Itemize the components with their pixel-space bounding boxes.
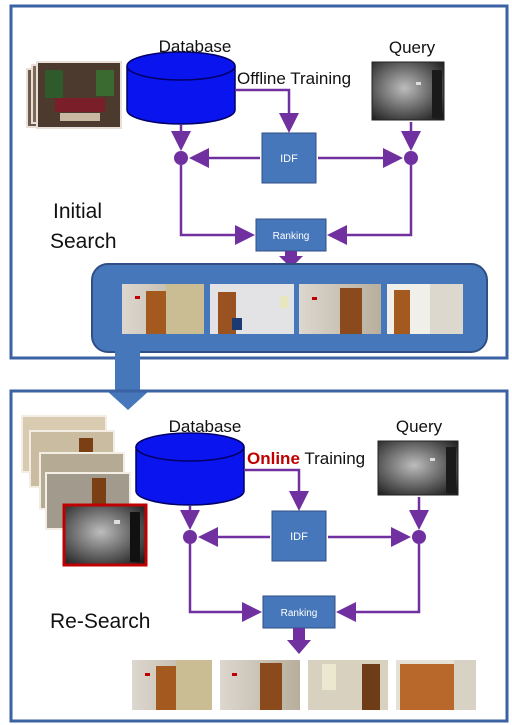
result-thumbnail-4 — [387, 284, 463, 334]
ranking-label-bottom: Ranking — [281, 608, 318, 619]
training-label-rest: Training — [300, 449, 365, 468]
flow-arrows-top — [171, 88, 421, 245]
research-results-thumbnails — [132, 660, 476, 710]
idf-box-top — [261, 132, 317, 184]
stage-label-research: Re-Search — [50, 610, 150, 633]
query-image-top — [371, 61, 445, 121]
stage-label-initial: Initial — [53, 200, 102, 223]
database-image-stack-top — [26, 61, 122, 129]
junction-node-left-top — [174, 151, 188, 165]
ranking-box-top — [255, 218, 327, 252]
result-thumbnail-7 — [308, 660, 388, 710]
flow-arrows-bottom — [180, 468, 429, 622]
database-icon-top — [126, 51, 236, 125]
down-arrow-ranking-top — [279, 251, 303, 268]
database-label-top: Database — [159, 37, 232, 56]
top-panel-border — [9, 4, 509, 360]
initial-results-thumbnails — [122, 284, 463, 334]
database-icon-bottom — [135, 432, 245, 506]
database-image-stack-bottom — [21, 415, 148, 567]
database-label-bottom: Database — [169, 417, 242, 436]
down-arrow-ranking-bottom — [287, 628, 311, 654]
query-label-top: Query — [389, 38, 436, 57]
stage-label-search: Search — [50, 230, 117, 253]
training-label-top: Offline Training — [237, 69, 351, 88]
ranking-box-bottom — [262, 595, 336, 629]
ranking-label-top: Ranking — [273, 231, 310, 242]
junction-node-right-bottom — [412, 530, 426, 544]
idf-label-top: IDF — [280, 153, 298, 165]
idf-box-bottom — [271, 510, 327, 562]
query-image-bottom — [377, 440, 459, 496]
training-label-online: Online — [247, 449, 300, 468]
query-label-bottom: Query — [396, 417, 443, 436]
result-thumbnail-2 — [210, 284, 294, 334]
result-thumbnail-5 — [132, 660, 212, 710]
result-thumbnail-6 — [220, 660, 300, 710]
training-label-bottom: Online Training — [247, 449, 365, 468]
result-thumbnail-3 — [299, 284, 381, 334]
idf-label-bottom: IDF — [290, 531, 308, 543]
bottom-panel-border — [9, 389, 509, 723]
result-thumbnail-1 — [122, 284, 204, 334]
result-thumbnail-8 — [396, 660, 476, 710]
junction-node-left-bottom — [183, 530, 197, 544]
junction-node-right-top — [404, 151, 418, 165]
